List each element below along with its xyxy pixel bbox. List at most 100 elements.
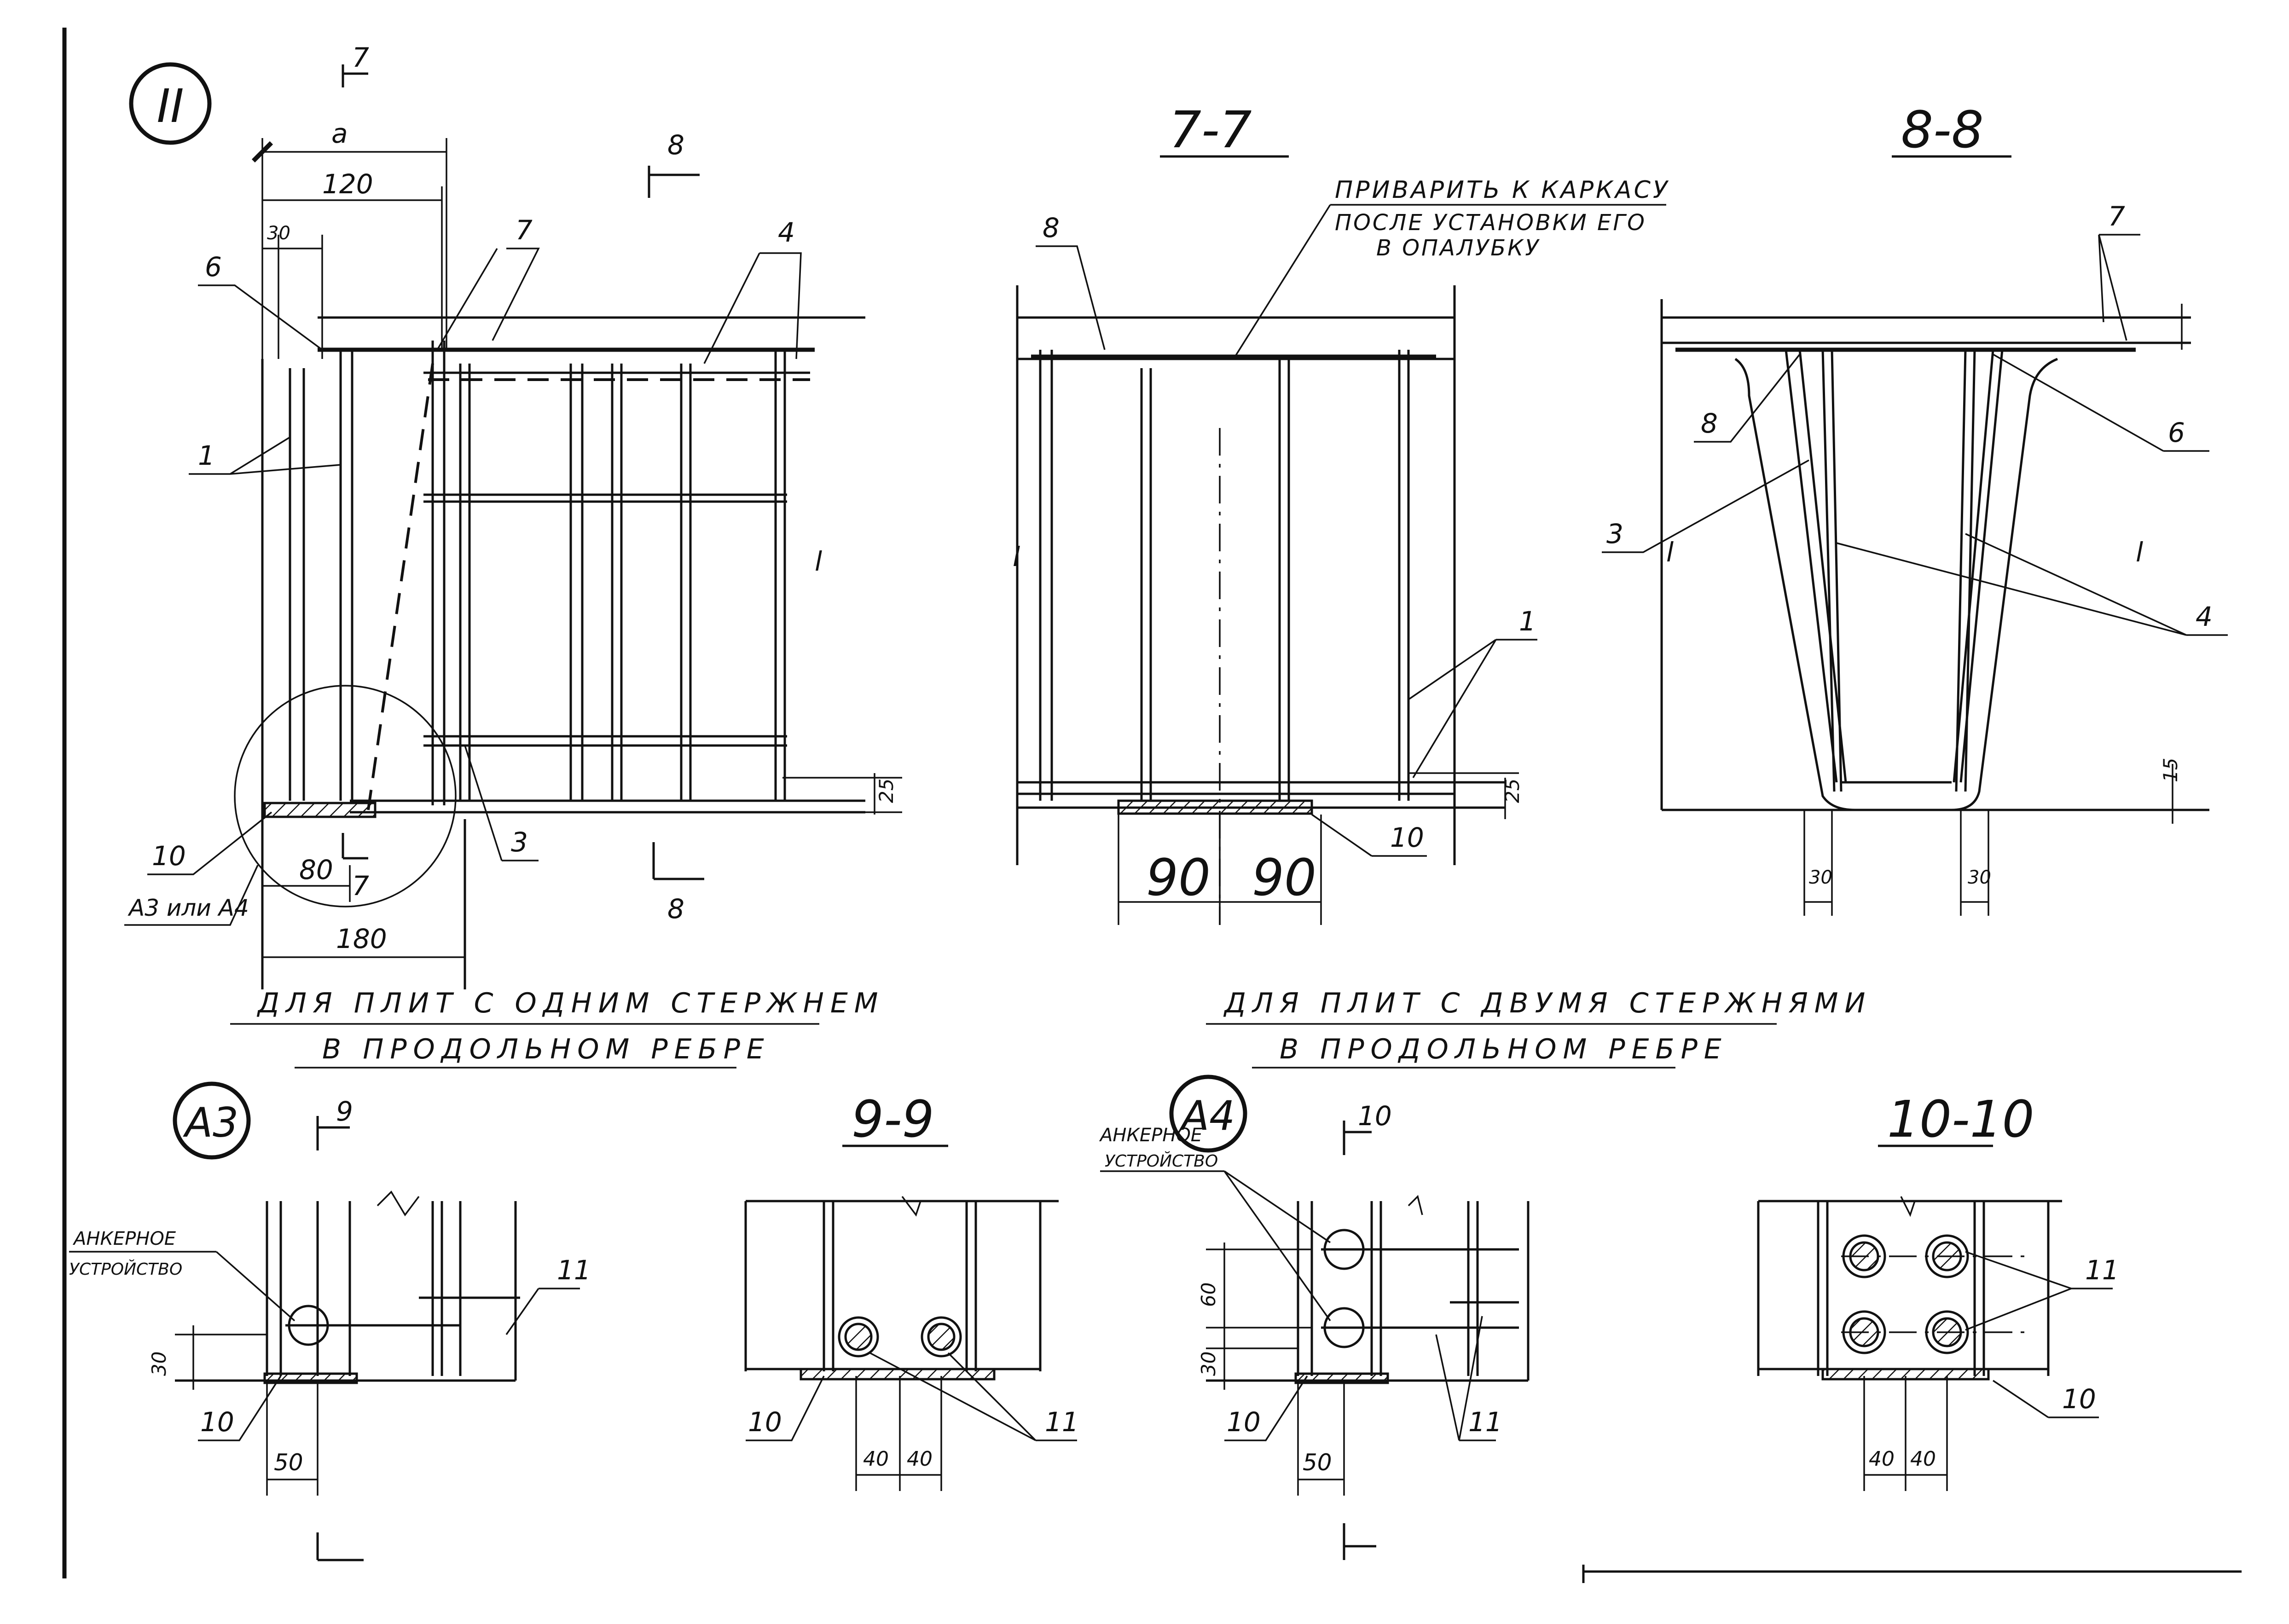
cage-verticals — [431, 341, 786, 805]
a4-anchor-note-2: УСТРОЙСТВО — [1105, 1151, 1218, 1171]
captions: ДЛЯ ПЛИТ С ОДНИМ СТЕРЖНЕМ В ПРОДОЛЬНОМ Р… — [230, 987, 1865, 1069]
leader-a3a4 — [124, 865, 259, 926]
s99-bar-left — [838, 1316, 879, 1358]
a4-anchor-leader — [1223, 1170, 1331, 1322]
s1010-leader-10 — [1993, 1380, 2099, 1418]
leader-7-88 — [2098, 234, 2140, 341]
a4-bars — [1297, 1201, 1479, 1376]
detail-ii: II 7 7 8 8 a 120 30 — [124, 42, 902, 989]
a3-dim-30: 30 — [148, 1352, 170, 1376]
s1010-edges — [1757, 1201, 2050, 1376]
detail-mark-circle — [129, 62, 212, 145]
detail-callout-circle — [234, 685, 457, 907]
dim-25-label: 25 — [875, 779, 898, 803]
s99-dim-40b: 40 — [907, 1447, 933, 1471]
caption-double-2: В ПРОДОЛЬНОМ РЕБРЕ — [1280, 1033, 1728, 1065]
s77-end-plate — [1117, 799, 1313, 815]
s88-bar-left — [1785, 349, 1847, 783]
s1010-leader-11 — [1965, 1251, 2113, 1331]
s1010-pos-11: 11 — [2085, 1254, 2119, 1286]
cut-label-7-bottom: 7 — [352, 870, 369, 902]
pos-1-77: 1 — [1519, 606, 1536, 637]
dim-l-77: l — [1013, 541, 1020, 572]
detail-mark-label: II — [157, 79, 184, 133]
s77-dim-lines — [1118, 815, 1322, 925]
cut-mark-7-top — [342, 64, 368, 87]
leader-10 — [147, 811, 272, 875]
s99-break — [901, 1196, 921, 1217]
dim-90-b: 90 — [1252, 848, 1316, 907]
pos-3-88: 3 — [1606, 518, 1623, 549]
section-title-7-7: 7-7 — [1169, 100, 1252, 159]
end-plate-10 — [263, 802, 377, 818]
section-8-8: 8-8 30 30 15 l l 7 8 6 3 4 — [1602, 100, 2228, 916]
section-title-10-10: 10-10 — [1887, 1090, 2034, 1149]
a3-dim-50: 50 — [274, 1449, 303, 1476]
detail-a4: A4 10 60 30 50 АНКЕРНОЕ УСТРОЙСТВО 10 11 — [1099, 1075, 1530, 1560]
s1010-break — [1900, 1196, 1916, 1217]
note-weld-sub2: В ОПАЛУБКУ — [1376, 235, 1541, 261]
pos-10-77: 10 — [1390, 822, 1424, 853]
cut-label-8-top: 8 — [667, 129, 684, 161]
a4-cut-label: 10 — [1358, 1100, 1392, 1132]
a4-cut-top — [1343, 1121, 1372, 1155]
leader-10-77 — [1311, 814, 1427, 857]
pos-7-88: 7 — [2108, 201, 2125, 232]
a4-dim-lines — [1206, 1243, 1312, 1390]
s1010-dim-40b: 40 — [1910, 1447, 1936, 1471]
a3-anchor-note-1: АНКЕРНОЕ — [72, 1228, 176, 1249]
s88-stirrup-left — [1821, 349, 1843, 792]
a4-mark-circle — [1169, 1075, 1247, 1153]
a4-dim-30: 30 — [1197, 1352, 1220, 1376]
dim-l-88b: l — [2136, 537, 2143, 568]
a4-mark-label: A4 — [1179, 1092, 1235, 1139]
a3-dim-30-line — [175, 1325, 267, 1390]
cut-mark-8-top — [648, 166, 700, 198]
s1010-bars — [1842, 1234, 1969, 1354]
pos-10-main: 10 — [152, 840, 186, 872]
pos-8-88: 8 — [1701, 408, 1718, 439]
s99-bar-left-core — [844, 1323, 873, 1351]
s99-bar-right — [921, 1316, 962, 1358]
bent-bar-dash — [367, 363, 434, 810]
dim-90-a: 90 — [1146, 848, 1211, 907]
leader-8-88 — [1694, 353, 1801, 443]
s77-dim-25 — [1408, 772, 1519, 819]
note-weld-leader — [1233, 204, 1331, 359]
s88-rib-outline — [1734, 358, 2058, 811]
s1010-dim-lines — [1863, 1376, 1948, 1491]
a4-pos-11: 11 — [1468, 1406, 1502, 1438]
a4-leader-11 — [1435, 1316, 1496, 1441]
caption-single-1: ДЛЯ ПЛИТ С ОДНИМ СТЕРЖНЕМ — [256, 987, 885, 1019]
section-7-7: 7-7 90 90 25 l ПРИВАРИТЬ К КАРКАСУ — [1013, 100, 1668, 925]
s99-leader-10 — [746, 1375, 825, 1441]
a3-leader-11 — [505, 1288, 580, 1335]
s99-leader-11 — [869, 1352, 1077, 1441]
dim-25-line — [782, 773, 902, 815]
s99-edges — [744, 1201, 1042, 1371]
a4-break — [1408, 1195, 1423, 1215]
cut-label-7-top: 7 — [352, 42, 369, 73]
pos-1-main: 1 — [198, 440, 215, 471]
pos-6-88: 6 — [2168, 417, 2185, 448]
s99-dim-40a: 40 — [863, 1447, 889, 1471]
caption-single-2: В ПРОДОЛЬНОМ РЕБРЕ — [322, 1033, 771, 1065]
leader-4 — [703, 252, 802, 364]
dim-80-label: 80 — [299, 854, 333, 885]
dim-120-label: 120 — [322, 168, 373, 200]
a4-dim-50: 50 — [1303, 1449, 1332, 1476]
a3-pos-11: 11 — [557, 1254, 591, 1286]
a3-cut-label: 9 — [336, 1096, 353, 1127]
dim-l-88a: l — [1666, 537, 1674, 568]
pos-8-77: 8 — [1043, 212, 1060, 243]
a3-cut-top — [316, 1116, 350, 1150]
note-weld-sub1: ПОСЛЕ УСТАНОВКИ ЕГО — [1335, 210, 1646, 236]
dim-30-left: 30 — [1809, 867, 1832, 888]
a4-dim-60: 60 — [1197, 1283, 1220, 1307]
dim-25-b: 25 — [1501, 779, 1524, 803]
section-title-9-9: 9-9 — [852, 1090, 934, 1149]
a3-anchor-leader — [215, 1251, 296, 1322]
s77-verticals — [1039, 350, 1410, 801]
a3-cut-bottom — [316, 1532, 364, 1561]
